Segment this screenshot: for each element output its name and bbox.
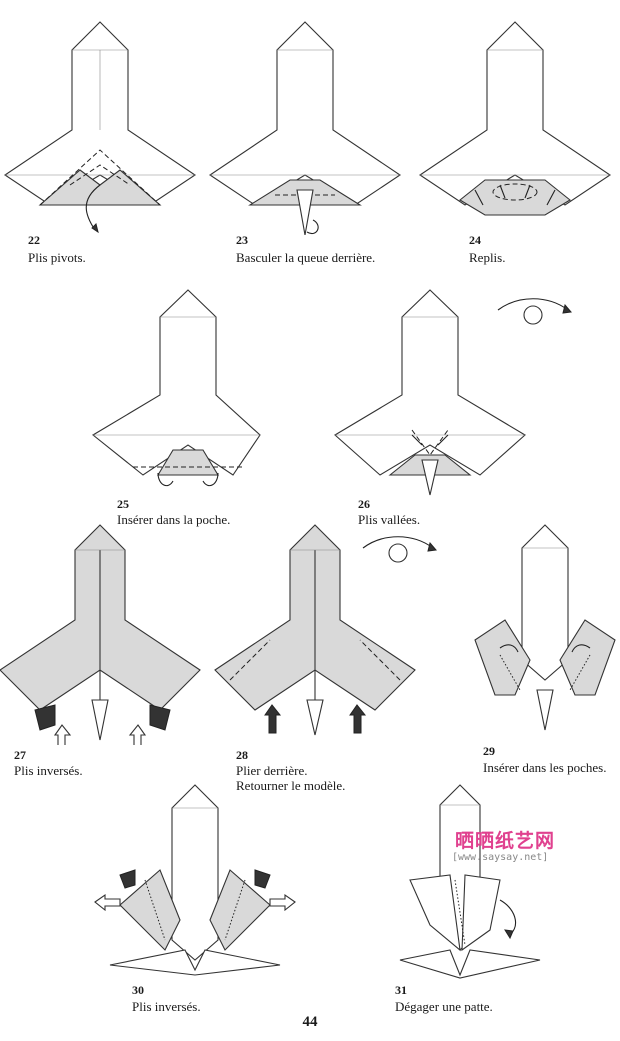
turn-over-icon	[362, 536, 437, 563]
step-caption: Plis vallées.	[358, 512, 421, 527]
step-number: 28	[236, 748, 248, 762]
step-caption: Insérer dans la poche.	[117, 512, 231, 527]
step-caption-2: Retourner le modèle.	[236, 778, 346, 793]
diagram-step-22	[4, 21, 196, 234]
step-number: 23	[236, 233, 248, 247]
step-number: 27	[14, 748, 26, 762]
step-number: 25	[117, 497, 129, 511]
page-number: 44	[302, 1014, 318, 1030]
step-number: 29	[483, 744, 495, 758]
diagram-step-29	[474, 524, 616, 731]
step-caption: Replis.	[469, 250, 506, 265]
step-caption: Plis pivots.	[28, 250, 86, 265]
diagram-step-31	[399, 784, 541, 979]
step-caption: Plier derrière.	[236, 763, 308, 778]
turn-over-icon	[497, 298, 572, 325]
step-number: 30	[132, 983, 144, 997]
watermark-url: [www.saysay.net]	[452, 852, 549, 863]
step-number: 22	[28, 233, 40, 247]
step-caption: Plis inversés.	[132, 999, 201, 1014]
step-number: 24	[469, 233, 481, 247]
step-caption: Basculer la queue derrière.	[236, 250, 376, 265]
diagram-step-27	[0, 524, 201, 745]
step-caption: Insérer dans les poches.	[483, 760, 607, 775]
diagram-step-25	[92, 289, 261, 487]
diagram-step-26	[334, 289, 526, 496]
step-caption: Plis inversés.	[14, 763, 83, 778]
diagram-step-24	[419, 21, 611, 216]
step-number: 31	[395, 983, 407, 997]
watermark-title: 晒晒纸艺网	[455, 830, 556, 852]
diagram-step-28	[214, 524, 416, 736]
step-caption: Dégager une patte.	[395, 999, 493, 1014]
diagram-step-30	[94, 784, 296, 976]
diagram-step-23	[209, 21, 401, 235]
step-number: 26	[358, 497, 370, 511]
